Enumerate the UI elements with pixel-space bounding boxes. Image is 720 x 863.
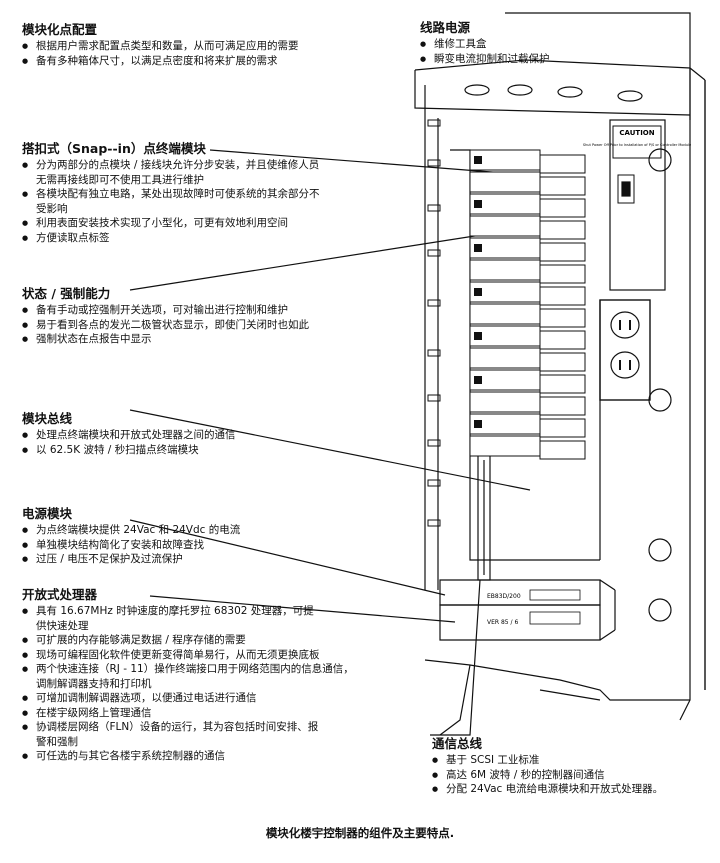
- section-heading: 模块化点配置: [22, 22, 98, 37]
- list-item: 可增加调制解调器选项，以便通过电话进行通信: [22, 691, 354, 706]
- section-heading: 线路电源: [420, 20, 471, 35]
- section-snapin-modules: 搭扣式（Snap--in）点终端模块 分为两部分的点模块 / 接线块允许分步安装…: [22, 141, 320, 245]
- section-heading: 状态 / 强制能力: [22, 286, 111, 301]
- bullet-list: 处理点终端模块和开放式处理器之间的通信 以 62.5K 波特 / 秒扫描点终端模…: [22, 428, 236, 457]
- section-module-bus: 模块总线 处理点终端模块和开放式处理器之间的通信 以 62.5K 波特 / 秒扫…: [22, 411, 236, 457]
- section-heading: 搭扣式（Snap--in）点终端模块: [22, 141, 206, 156]
- list-item: 备有多种箱体尺寸，以满足点密度和将来扩展的需求: [22, 54, 299, 69]
- list-item: 强制状态在点报告中显示: [22, 332, 309, 347]
- list-item: 高达 6M 波特 / 秒的控制器间通信: [432, 768, 663, 783]
- section-status-force: 状态 / 强制能力 备有手动或控强制开关选项，可对输出进行控制和维护 易于看到各…: [22, 286, 309, 347]
- list-item: 基于 SCSI 工业标准: [432, 753, 663, 768]
- list-item: 可扩展的内存能够满足数据 / 程序存储的需要: [22, 633, 354, 648]
- list-item: 两个快速连接（RJ - 11）操作终端接口用于网络范围内的信息通信，调制解调器支…: [22, 662, 354, 691]
- section-heading: 电源模块: [22, 506, 73, 521]
- bullet-list: 为点终端模块提供 24Vac 和 24Vdc 的电流 单独模块结构简化了安装和故…: [22, 523, 240, 567]
- list-item: 可任选的与其它各楼宇系统控制器的通信: [22, 749, 354, 764]
- list-item: 分配 24Vac 电流给电源模块和开放式处理器。: [432, 782, 663, 797]
- leader-line-module-bus: [129, 409, 531, 491]
- list-item: 易于看到各点的发光二极管状态显示，即使门关闭时也如此: [22, 318, 309, 333]
- section-power-module: 电源模块 为点终端模块提供 24Vac 和 24Vdc 的电流 单独模块结构简化…: [22, 506, 240, 567]
- list-item: 分为两部分的点模块 / 接线块允许分步安装，并且使维修人员无需再接线即可不使用工…: [22, 158, 320, 187]
- list-item: 在楼宇级网络上管理通信: [22, 706, 354, 721]
- processor-board-label: EB83D/200: [487, 593, 521, 600]
- list-item: 过压 / 电压不足保护及过流保护: [22, 552, 240, 567]
- list-item: 利用表面安装技术实现了小型化，可更有效地利用空间: [22, 216, 320, 231]
- section-point-config: 模块化点配置 根据用户需求配置点类型和数量，从而可满足应用的需要 备有多种箱体尺…: [22, 22, 299, 68]
- list-item: 现场可编程固化软件使更新变得简单易行，从而无须更换底板: [22, 648, 354, 663]
- leader-line-line-power: [505, 12, 691, 120]
- bullet-list: 具有 16.67MHz 时钟速度的摩托罗拉 68302 处理器，可提供快速处理 …: [22, 604, 354, 764]
- caution-text: Shut Power Off Prior to Installation of …: [583, 143, 691, 147]
- list-item: 单独模块结构简化了安装和故障查找: [22, 538, 240, 553]
- list-item: 备有手动或控强制开关选项，可对输出进行控制和维护: [22, 303, 309, 318]
- list-item: 为点终端模块提供 24Vac 和 24Vdc 的电流: [22, 523, 240, 538]
- section-heading: 模块总线: [22, 411, 73, 426]
- bullet-list: 维修工具盒 瞬变电流抑制和过载保护: [420, 37, 550, 66]
- bullet-list: 分为两部分的点模块 / 接线块允许分步安装，并且使维修人员无需再接线即可不使用工…: [22, 158, 320, 245]
- terminal-board-label: VER 85 / 6: [487, 619, 518, 626]
- list-item: 以 62.5K 波特 / 秒扫描点终端模块: [22, 443, 236, 458]
- list-item: 处理点终端模块和开放式处理器之间的通信: [22, 428, 236, 443]
- list-item: 根据用户需求配置点类型和数量，从而可满足应用的需要: [22, 39, 299, 54]
- module-stack: [469, 149, 586, 460]
- section-comm-bus: 通信总线 基于 SCSI 工业标准 高达 6M 波特 / 秒的控制器间通信 分配…: [432, 736, 663, 797]
- section-line-power: 线路电源 维修工具盒 瞬变电流抑制和过载保护: [420, 20, 550, 66]
- section-heading: 通信总线: [432, 736, 483, 751]
- list-item: 维修工具盒: [420, 37, 550, 52]
- bullet-list: 根据用户需求配置点类型和数量，从而可满足应用的需要 备有多种箱体尺寸，以满足点密…: [22, 39, 299, 68]
- bullet-list: 基于 SCSI 工业标准 高达 6M 波特 / 秒的控制器间通信 分配 24Va…: [432, 753, 663, 797]
- cabinet-right-wall: [679, 68, 691, 721]
- caution-label: CAUTION: [619, 129, 654, 137]
- bullet-list: 备有手动或控强制开关选项，可对输出进行控制和维护 易于看到各点的发光二极管状态显…: [22, 303, 309, 347]
- list-item: 瞬变电流抑制和过载保护: [420, 52, 550, 67]
- figure-caption: 模块化楼宇控制器的组件及主要特点.: [265, 826, 455, 840]
- list-item: 方便读取点标签: [22, 231, 320, 246]
- leader-line-snapin: [209, 149, 531, 176]
- section-heading: 开放式处理器: [22, 587, 98, 602]
- section-open-processor: 开放式处理器 具有 16.67MHz 时钟速度的摩托罗拉 68302 处理器，可…: [22, 587, 354, 764]
- leader-line-status: [129, 231, 501, 291]
- leader-line-comm-bus: [430, 579, 481, 736]
